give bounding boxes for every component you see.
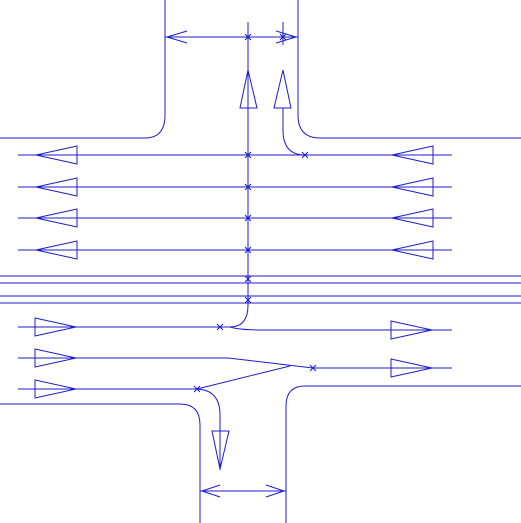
- north-width-dimension: [165, 31, 298, 43]
- eastbound-lane-2-taper: [228, 358, 313, 368]
- eastbound-lanes: [18, 305, 452, 470]
- crossing-marker: [245, 184, 251, 190]
- crossing-marker: [245, 215, 251, 221]
- median: [0, 276, 521, 303]
- left-arrow-icon: [392, 178, 433, 196]
- left-arrow-icon: [392, 146, 433, 164]
- north-lanes: [240, 22, 305, 305]
- crossing-marker: [245, 276, 251, 282]
- north-west-curb: [0, 0, 165, 138]
- eastbound-lane-3-taper: [197, 366, 290, 389]
- left-arrow-icon: [392, 241, 433, 259]
- left-arrow-icon: [36, 146, 77, 164]
- crossing-marker: [245, 152, 251, 158]
- south-east-curb: [286, 386, 521, 523]
- right-arrow-icon: [35, 318, 76, 336]
- south-width-dimension: [200, 485, 286, 497]
- left-arrow-icon: [36, 241, 77, 259]
- crossing-marker: [245, 297, 251, 303]
- crossing-markers: [194, 34, 316, 392]
- south-down-arrow-icon: [212, 431, 229, 469]
- left-arrow-icon: [36, 209, 77, 227]
- right-arrow-icon: [35, 380, 76, 398]
- north-east-curb: [298, 0, 521, 138]
- right-arrow-icon: [35, 349, 76, 367]
- right-arrow-icon: [391, 321, 432, 339]
- left-arrow-icon: [392, 209, 433, 227]
- crossing-marker: [310, 365, 316, 371]
- left-arrow-icon: [36, 178, 77, 196]
- crossing-marker: [217, 324, 223, 330]
- crossing-marker: [280, 34, 286, 40]
- crossing-marker: [245, 34, 251, 40]
- crossing-marker: [245, 247, 251, 253]
- eastbound-lane-1-merge: [230, 305, 248, 327]
- crossing-marker: [302, 152, 308, 158]
- north-right-turn-arrow: [274, 70, 291, 108]
- westbound-lanes: [18, 146, 452, 259]
- dimension-arrow-left: [167, 31, 187, 43]
- south-west-curb: [0, 404, 200, 523]
- eastbound-lane-3-right-turn: [197, 389, 220, 470]
- eastbound-lane-1-continue: [230, 327, 452, 330]
- crossing-marker: [194, 386, 200, 392]
- north-right-turn-path: [283, 108, 305, 155]
- dimension-arrow-left: [202, 485, 220, 497]
- right-arrow-icon: [391, 359, 432, 377]
- dimension-arrow-right: [266, 485, 284, 497]
- north-straight-arrow: [240, 70, 257, 108]
